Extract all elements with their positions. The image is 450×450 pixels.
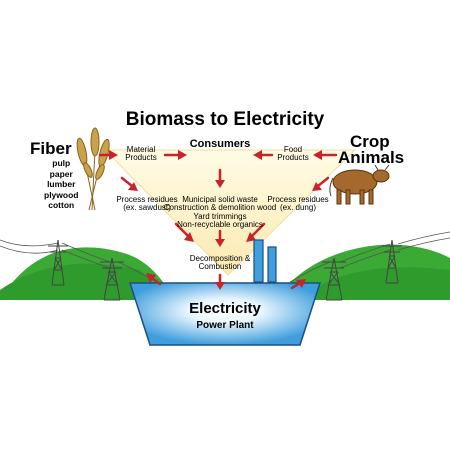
municipal-waste-line: Municipal solid waste bbox=[182, 195, 258, 204]
wheat-icon bbox=[76, 127, 110, 211]
food-products-line: Products bbox=[277, 153, 309, 163]
material-products-label: Material Products bbox=[125, 145, 157, 163]
electricity-label: Electricity bbox=[189, 300, 261, 317]
flow-funnel bbox=[103, 149, 357, 276]
arrow-plant-to-left-grid bbox=[146, 273, 162, 286]
left-hill-ground bbox=[0, 263, 170, 300]
municipal-waste-line: Non-recyclable organics bbox=[177, 220, 263, 230]
arrow-consumers-to-municipal bbox=[215, 168, 225, 188]
decomposition-line: Combustion bbox=[198, 262, 242, 272]
arrow-decomp-to-plant bbox=[215, 273, 225, 290]
food-products-label: Food Products bbox=[277, 145, 309, 163]
arrow-food-to-consumers bbox=[253, 150, 274, 160]
consumers-label: Consumers bbox=[189, 138, 251, 150]
process-residues-left-line: (ex. sawdust) bbox=[123, 203, 171, 213]
material-products-line: Material bbox=[126, 145, 156, 154]
arrow-fiber-to-residues bbox=[120, 176, 138, 191]
tower-icon-left-2 bbox=[100, 257, 124, 301]
arrow-left-residues-to-decomp bbox=[174, 222, 194, 242]
power-lines-right bbox=[289, 231, 450, 283]
arrow-municipal-to-decomp bbox=[215, 229, 225, 247]
material-products-line: Products bbox=[125, 153, 157, 163]
food-products-line: Food bbox=[283, 145, 303, 154]
process-residues-right-line: Process residues bbox=[267, 195, 329, 204]
process-residues-left-label: Process residues (ex. sawdust) bbox=[116, 195, 178, 213]
fiber-items: pulp paper lumber plywood cotton bbox=[44, 158, 78, 211]
decomposition-label: Decomposition & Combustion bbox=[189, 254, 251, 272]
tower-icon-right-1 bbox=[322, 257, 346, 301]
arrow-right-residues-to-decomp bbox=[246, 222, 266, 242]
diagram-title: Biomass to Electricity bbox=[125, 109, 325, 130]
decomposition-line: Decomposition & bbox=[189, 254, 251, 263]
arrow-plant-to-right-grid bbox=[290, 279, 306, 290]
crop-label: Crop bbox=[350, 132, 390, 151]
cow-icon bbox=[329, 164, 390, 205]
arrow-fiber-to-material bbox=[98, 150, 118, 160]
right-hill-ground bbox=[300, 267, 450, 300]
fiber-item: lumber bbox=[47, 179, 76, 189]
fiber-item: plywood bbox=[44, 189, 79, 200]
animals-label: Animals bbox=[338, 148, 405, 167]
fiber-item: paper bbox=[49, 168, 73, 179]
process-residues-left-line: Process residues bbox=[116, 195, 178, 204]
fiber-item: pulp bbox=[52, 158, 71, 168]
municipal-waste-line: Yard trimmings bbox=[193, 211, 247, 221]
process-residues-right-label: Process residues (ex. dung) bbox=[267, 195, 329, 213]
fiber-label: Fiber bbox=[30, 139, 72, 158]
arrow-crop-to-food bbox=[313, 150, 338, 160]
arrow-crop-to-residues bbox=[312, 176, 330, 191]
arrow-material-to-consumers bbox=[163, 150, 187, 160]
fiber-item: cotton bbox=[48, 200, 75, 210]
municipal-waste-line: Construction & demolition wood bbox=[163, 203, 277, 213]
process-residues-right-line: (ex. dung) bbox=[279, 203, 317, 213]
power-plant-icon bbox=[128, 239, 322, 346]
flow-arrows bbox=[98, 150, 338, 290]
power-plant-label: Power Plant bbox=[196, 320, 254, 331]
tower-icon-left-1 bbox=[48, 239, 68, 286]
tower-icon-right-2 bbox=[382, 239, 402, 284]
municipal-waste-label: Municipal solid waste Construction & dem… bbox=[163, 195, 277, 230]
